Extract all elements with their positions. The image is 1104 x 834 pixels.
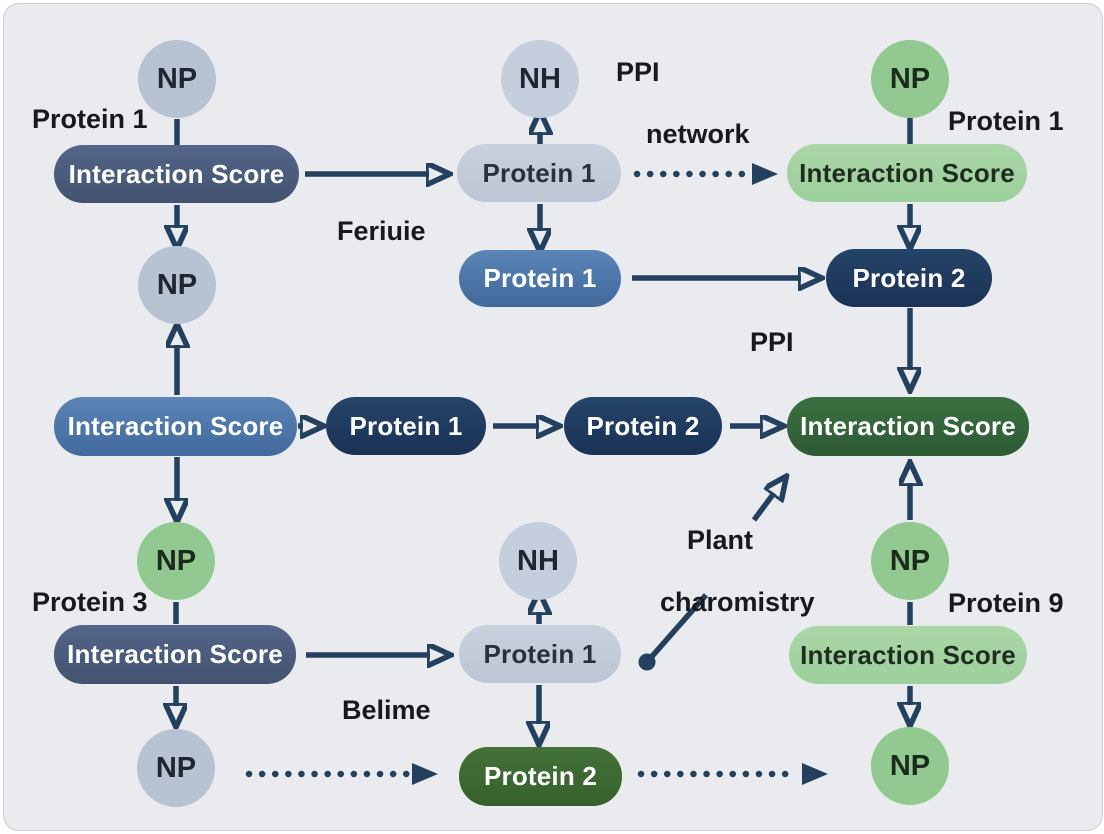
label-ppi-network-line1: PPI: [616, 57, 660, 87]
label-belime: Belime: [342, 695, 431, 725]
label-protein9: Protein 9: [948, 588, 1064, 618]
interaction-score-pill-middle-left: Interaction Score: [54, 397, 297, 456]
label-ppi-network-line2: network: [646, 119, 750, 149]
dotted-head-2: [412, 763, 438, 785]
interaction-score-pill-bottom-left: Interaction Score: [54, 625, 296, 684]
diagonal-line-upper: [751, 493, 774, 522]
protein2-pill-middle: Protein 2: [564, 397, 722, 455]
label-ppi: PPI: [750, 327, 794, 357]
interaction-score-pill-top-left: Interaction Score: [54, 145, 299, 203]
label-protein3: Protein 3: [32, 587, 148, 617]
protein1-pill-middle: Protein 1: [326, 397, 486, 455]
dotted-head-1: [752, 163, 778, 185]
label-ppi-network: PPI network: [616, 57, 750, 150]
nh-node-top-middle: NH: [501, 40, 579, 118]
np-node-top-left: NP: [138, 40, 216, 118]
protein1-pill-bottom-middle: Protein 1: [459, 625, 621, 683]
label-protein1-top-right: Protein 1: [948, 106, 1064, 136]
label-protein1-top-left: Protein 1: [32, 104, 148, 134]
protein2-pill-top-right: Protein 2: [826, 249, 992, 307]
np-node-bottom-right: NP: [871, 727, 949, 805]
diagonal-dot-end: [638, 653, 656, 671]
interaction-score-pill-top-right: Interaction Score: [787, 144, 1027, 202]
np-node-green-left: NP: [137, 522, 215, 600]
protein1-pill-top-middle: Protein 1: [457, 144, 621, 202]
np-node-top-right: NP: [871, 40, 949, 118]
nh-node-bottom-middle: NH: [499, 522, 577, 600]
np-node-second-left: NP: [138, 246, 216, 324]
label-plant-line2: charomistry: [660, 587, 815, 617]
dotted-head-3: [802, 763, 828, 785]
interaction-score-pill-bottom-right: Interaction Score: [789, 626, 1027, 684]
protein1-pill-blue: Protein 1: [459, 250, 621, 307]
interaction-score-pill-dark-green: Interaction Score: [787, 397, 1029, 456]
protein2-pill-bottom-green: Protein 2: [459, 747, 622, 806]
label-plant-line1: Plant: [686, 525, 753, 555]
np-node-bottom-right-upper: NP: [871, 522, 949, 600]
label-feriuie: Feriuie: [337, 216, 426, 246]
label-plant-charomistry: Plant charomistry: [630, 525, 815, 618]
diagram-canvas: NP NP NH NP NP NP NH NP NP Interaction S…: [3, 3, 1103, 831]
np-node-bottom-left: NP: [137, 729, 215, 807]
